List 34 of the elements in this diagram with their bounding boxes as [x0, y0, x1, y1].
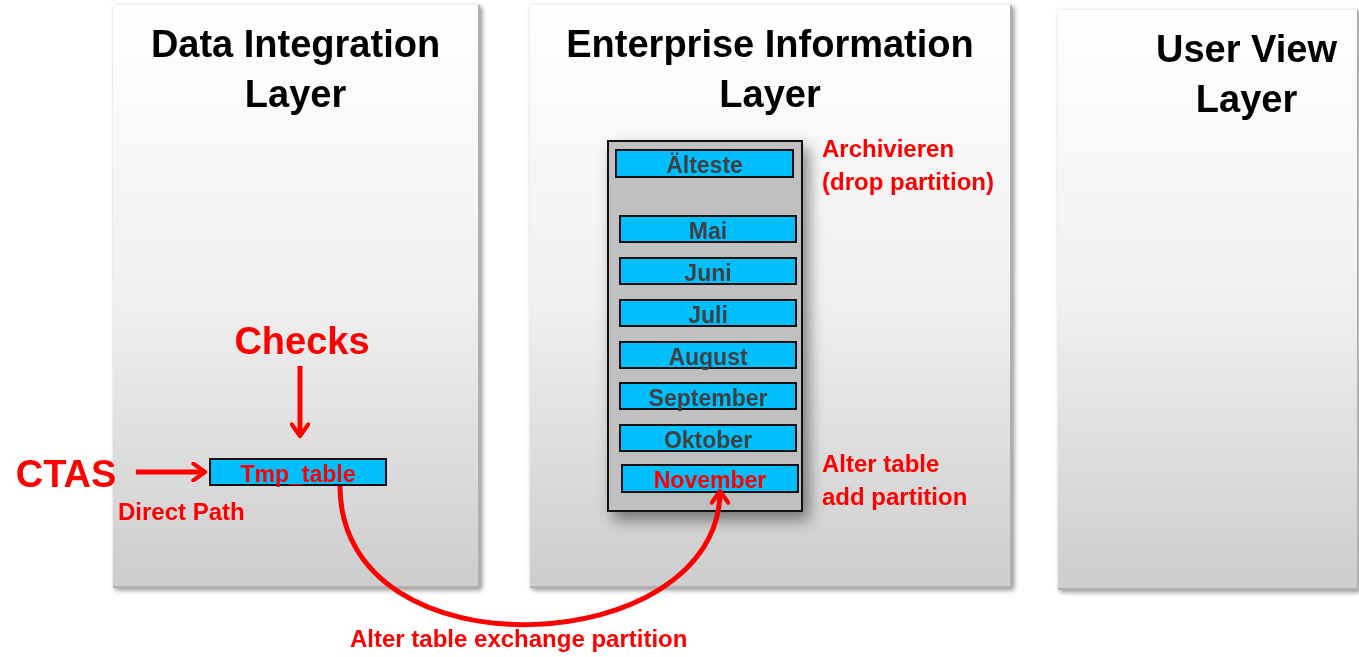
partition-bar [619, 257, 797, 285]
annotation-text: Alter table add partition [822, 449, 969, 512]
arrow [136, 461, 208, 483]
node-text: CTAS [15, 455, 117, 493]
partition-bar [615, 149, 794, 178]
node-text: Tmp_table [240, 459, 356, 486]
edge-label: Alter table exchange partition [350, 624, 688, 654]
node-text: Oktober [663, 425, 753, 452]
node-text: Älteste [666, 151, 743, 177]
partition-bar [619, 215, 797, 243]
arrow [337, 485, 729, 628]
node-text: Mai [688, 216, 728, 243]
node-text: Juni [684, 258, 732, 285]
layer-title: Enterprise Information Layer [565, 22, 975, 117]
layer-panel [113, 5, 480, 588]
partition-bar [619, 424, 797, 452]
node-text: September [648, 383, 768, 410]
edge-label: Direct Path [118, 497, 245, 527]
annotation-text: Archivieren (drop partition) [822, 134, 995, 197]
node-text: Juli [688, 300, 728, 327]
arrow [289, 366, 311, 439]
layer-panel [1058, 10, 1359, 590]
layer-title: Data Integration Layer [149, 22, 442, 117]
partition-bar [619, 341, 797, 369]
partition-table-box [607, 140, 803, 512]
partition-bar [621, 464, 799, 493]
layer-title: User View Layer [1155, 27, 1338, 122]
partition-bar [619, 382, 797, 410]
node-text: Checks [234, 322, 370, 360]
node-text: November [653, 466, 767, 492]
partition-bar [619, 299, 797, 327]
node-text: August [668, 342, 748, 369]
layer-panel [530, 5, 1012, 588]
table-bar [209, 458, 387, 486]
